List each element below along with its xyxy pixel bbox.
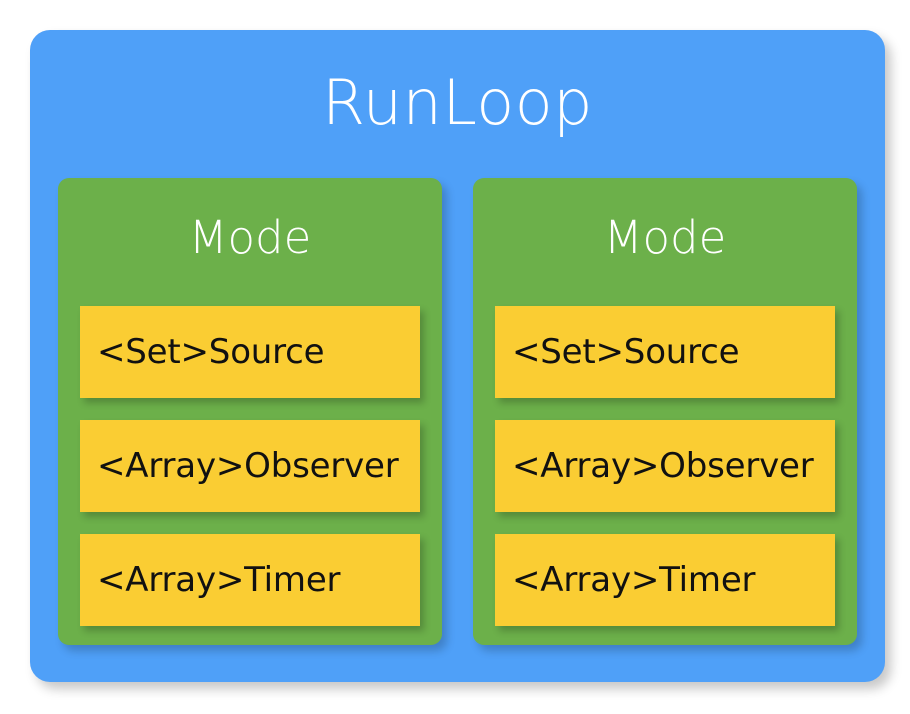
mode-item-label: <Array>Timer xyxy=(512,560,756,600)
mode-item-observer-left: <Array>Observer xyxy=(80,420,420,512)
mode-item-observer-right: <Array>Observer xyxy=(495,420,835,512)
mode-item-label: <Set>Source xyxy=(512,332,740,372)
mode-items-right: <Set>Source <Array>Observer <Array>Timer xyxy=(495,306,835,626)
mode-title-right: Mode xyxy=(603,211,727,264)
mode-item-timer-left: <Array>Timer xyxy=(80,534,420,626)
mode-item-source-left: <Set>Source xyxy=(80,306,420,398)
mode-item-source-right: <Set>Source xyxy=(495,306,835,398)
modes-row: Mode <Set>Source <Array>Observer <Array>… xyxy=(58,178,857,645)
mode-title-left: Mode xyxy=(188,211,312,264)
mode-box-right: Mode <Set>Source <Array>Observer <Array>… xyxy=(473,178,857,645)
mode-item-label: <Array>Timer xyxy=(97,560,341,600)
mode-box-left: Mode <Set>Source <Array>Observer <Array>… xyxy=(58,178,442,645)
runloop-panel: RunLoop Mode <Set>Source <Array>Observer… xyxy=(30,30,885,682)
mode-item-timer-right: <Array>Timer xyxy=(495,534,835,626)
mode-items-left: <Set>Source <Array>Observer <Array>Timer xyxy=(80,306,420,626)
mode-item-label: <Array>Observer xyxy=(97,446,399,486)
mode-item-label: <Array>Observer xyxy=(512,446,814,486)
runloop-title: RunLoop xyxy=(321,66,594,139)
mode-item-label: <Set>Source xyxy=(97,332,325,372)
